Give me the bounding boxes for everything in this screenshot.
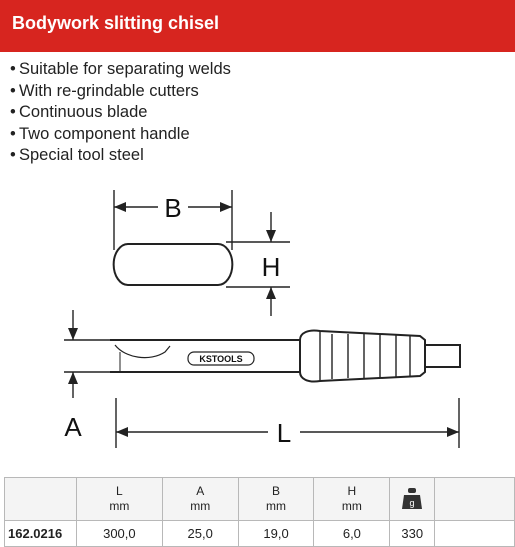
product-header: Bodywork slitting chisel: [0, 0, 515, 52]
table-row: 162.0216 300,0 25,0 19,0 6,0 330: [4, 520, 515, 547]
article-number: 162.0216: [4, 520, 77, 547]
feature-list: •Suitable for separating welds •With re-…: [10, 59, 231, 167]
cell-weight: 330: [389, 520, 436, 547]
dimension-label-b: B: [164, 193, 181, 223]
column-header-article: [4, 477, 77, 521]
arrow-h-bottom: [266, 287, 276, 299]
arrow-a-top: [68, 328, 78, 340]
cell-h: 6,0: [313, 520, 391, 547]
svg-text:g: g: [410, 498, 415, 508]
dimension-label-l: L: [277, 418, 291, 448]
dimension-label-h: H: [262, 252, 281, 282]
feature-item: •Two component handle: [10, 124, 190, 143]
cell-b: 19,0: [237, 520, 315, 547]
arrow-l-left: [116, 427, 128, 437]
column-header-spacer: [434, 477, 515, 521]
arrow-b-left: [114, 202, 126, 212]
product-title: Bodywork slitting chisel: [12, 13, 220, 33]
ks-tools-logo: KSTOOLS: [187, 351, 255, 366]
feature-item: •With re-grindable cutters: [10, 81, 199, 100]
arrow-h-top: [266, 230, 276, 242]
svg-text:KSTOOLS: KSTOOLS: [199, 354, 242, 364]
feature-item: •Continuous blade: [10, 103, 148, 121]
cell-spacer: [434, 520, 515, 547]
column-header-weight: g: [389, 477, 436, 521]
feature-item: •Special tool steel: [10, 146, 144, 164]
arrow-b-right: [220, 202, 232, 212]
weight-icon: g: [402, 487, 423, 509]
feature-item: •Suitable for separating welds: [10, 60, 231, 78]
arrow-a-bottom: [68, 372, 78, 384]
cell-l: 300,0: [75, 520, 163, 547]
cell-a: 25,0: [161, 520, 239, 547]
arrow-l-right: [447, 427, 459, 437]
chisel-technical-drawing: KSTOOLS B H A L: [64, 190, 461, 448]
dimension-label-a: A: [64, 412, 82, 442]
